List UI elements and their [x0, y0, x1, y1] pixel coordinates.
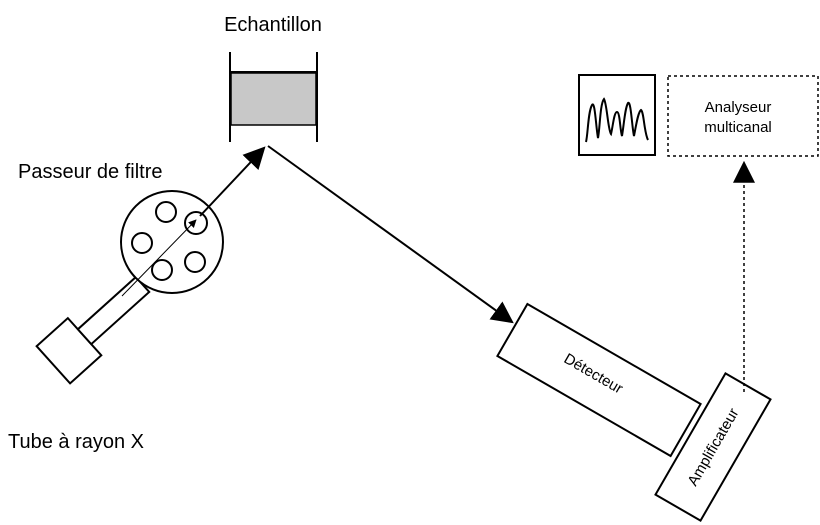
- multichannel-analyzer: Analyseur multicanal: [667, 75, 819, 157]
- xray-tube: [35, 275, 151, 385]
- analyzer-label-line2: multicanal: [704, 119, 772, 136]
- filter-hole: [184, 211, 208, 235]
- sample-holder: [229, 52, 318, 142]
- sample-fill: [230, 72, 317, 126]
- filter-changer-wheel: [120, 190, 224, 294]
- detector: Détecteur: [496, 302, 702, 458]
- amplifier: Amplificateur: [654, 372, 772, 522]
- filter-hole: [151, 259, 173, 281]
- fluorescence-beam-arrow: [267, 145, 514, 324]
- filter-hole: [184, 251, 206, 273]
- analyzer-label-line1: Analyseur: [705, 99, 772, 116]
- filter-hole: [131, 232, 153, 254]
- filter-changer-label: Passeur de filtre: [18, 161, 163, 183]
- sample-label: Echantillon: [224, 14, 322, 36]
- primary-beam-inner-arrow: [121, 219, 197, 297]
- spectrum-display: [578, 74, 656, 156]
- filter-hole: [155, 201, 177, 223]
- spectrum-trace: [585, 97, 649, 143]
- xray-tube-label: Tube à rayon X: [8, 431, 144, 453]
- primary-beam-arrow: [199, 146, 266, 217]
